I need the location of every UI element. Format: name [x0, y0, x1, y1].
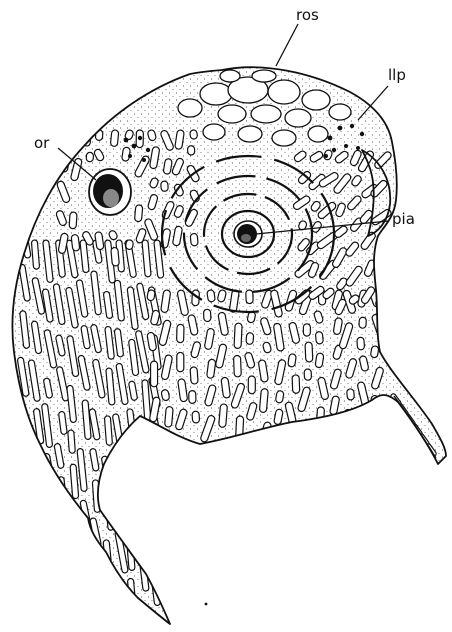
ornament-ridge	[111, 247, 120, 266]
ornament-ridge	[357, 337, 365, 350]
ornament-ridge	[219, 404, 228, 428]
ornament-ridge	[149, 480, 159, 521]
ornament-ridge	[246, 290, 254, 304]
ornament-ridge	[42, 589, 50, 610]
ornament-ridge	[374, 263, 388, 285]
ornament-ridge	[113, 579, 122, 614]
ornament-ridge	[233, 355, 241, 377]
ornament-ridge	[141, 516, 150, 547]
ornament-ridge	[92, 591, 104, 630]
ornament-ridge	[207, 290, 216, 303]
ornament-ridge	[110, 130, 119, 147]
label-llp: llp	[388, 66, 406, 84]
ornament-ridge	[370, 346, 379, 359]
label-or: or	[34, 134, 50, 152]
ornament-ridge	[69, 212, 77, 229]
ornament-ridge	[138, 429, 147, 453]
ornament-ridge	[58, 547, 66, 569]
ornament-ridge	[154, 528, 163, 557]
ornament-ridge	[68, 430, 76, 454]
ornament-ridge	[234, 323, 242, 349]
ornament-ridge	[20, 550, 32, 592]
ornament-ridge	[65, 505, 76, 540]
ornament-ridge	[58, 573, 67, 614]
ornament-ridge	[127, 486, 137, 522]
ornament-ridge	[288, 354, 297, 368]
ornament-ridge	[46, 494, 55, 535]
ornament-ridge	[177, 352, 184, 371]
ornament-ridge	[114, 465, 123, 484]
ornament-ridge	[275, 390, 284, 403]
ornament-ridge	[315, 353, 324, 368]
ornament-ridge	[149, 449, 159, 471]
ornament-ridge	[177, 324, 184, 342]
ornament-ridge	[192, 411, 200, 423]
ornament-ridge	[137, 488, 147, 508]
ornament-ridge	[151, 361, 158, 387]
ornament-ridge	[31, 569, 42, 604]
ornament-ridge	[369, 417, 379, 432]
ornament-ridge	[315, 331, 323, 344]
ornament-ridge	[164, 406, 173, 427]
ornament-ridge	[17, 599, 30, 632]
ornament-ridge	[19, 449, 33, 491]
ornament-ridge	[189, 391, 196, 404]
ornament-ridge	[30, 449, 40, 478]
ornament-ridge	[105, 569, 116, 611]
ornament-ridge	[359, 317, 367, 328]
ornament-ridge	[89, 551, 100, 580]
ornament-ridge	[81, 568, 93, 602]
ornament-ridge	[358, 416, 366, 439]
ornament-ridge	[187, 146, 194, 156]
ornament-ridge	[147, 289, 156, 301]
ornament-ridge	[344, 428, 352, 445]
ornament-ridge	[190, 367, 198, 384]
label-pia: pia	[392, 210, 415, 228]
ornament-ridge	[32, 486, 41, 513]
ornament-ridge	[161, 181, 169, 192]
ornament-ridge	[139, 460, 148, 482]
ornament-ridge	[292, 375, 300, 394]
ornament-ridge	[190, 233, 198, 246]
ornament-ridge	[303, 324, 310, 336]
head-shield-fill	[12, 67, 446, 624]
ornament-ridge	[41, 545, 55, 583]
ornament-ridge	[248, 376, 255, 394]
ornament-ridge	[20, 499, 31, 541]
ornament-ridge	[305, 342, 313, 362]
orbit	[89, 169, 131, 215]
ornament-ridge	[304, 369, 311, 381]
ornament-ridge	[116, 488, 129, 525]
ornament-ridge	[52, 505, 64, 537]
ornament-ridge	[71, 234, 80, 251]
ornament-ridge	[122, 147, 131, 162]
ornament-ridge	[66, 592, 75, 622]
ornament-ridge	[246, 333, 254, 345]
ornament-ridge	[57, 130, 64, 153]
ornament-ridge	[31, 519, 41, 561]
ornament-ridge	[134, 205, 142, 222]
label-ros: ros	[296, 6, 319, 24]
ornament-ridge	[78, 542, 88, 563]
ornament-ridge	[329, 424, 343, 447]
ornament-ridge	[303, 421, 313, 448]
ornament-ridge	[86, 152, 94, 162]
ornament-ridge	[259, 388, 268, 412]
ornament-ridge	[190, 130, 198, 140]
ornament-ridge	[127, 442, 136, 481]
ornament-ridge	[125, 240, 133, 250]
ornament-ridge	[203, 309, 211, 321]
ornament-ridge	[69, 548, 80, 587]
stray-dot	[205, 603, 208, 606]
ornament-ridge	[347, 389, 355, 401]
